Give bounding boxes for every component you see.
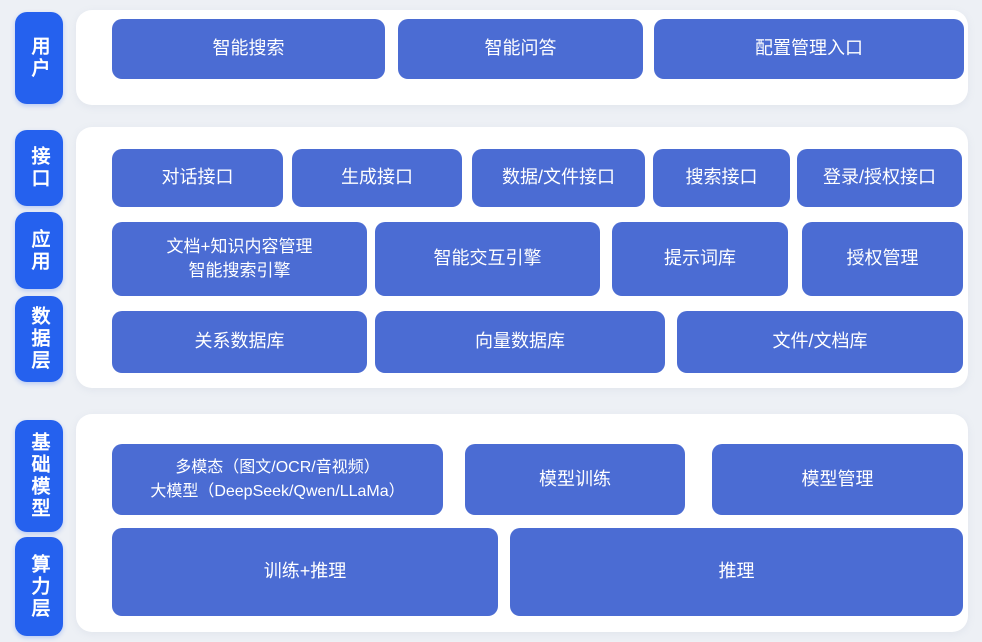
box-dialog-interface: 对话接口: [112, 149, 283, 207]
box-relational-database: 关系数据库: [112, 311, 367, 373]
rail-label-base-model: 基础模型: [15, 420, 63, 532]
panel-interface-app-data: 对话接口 生成接口 数据/文件接口 搜索接口 登录/授权接口 文档+知识内容管理…: [76, 127, 968, 388]
box-vector-database: 向量数据库: [375, 311, 665, 373]
box-model-management: 模型管理: [712, 444, 963, 515]
rail-label-users: 用户: [15, 12, 63, 104]
box-multimodal-line1: 多模态（图文/OCR/音视频）: [175, 459, 380, 477]
box-search-interface: 搜索接口: [653, 149, 790, 207]
rail-label-data-layer: 数据层: [15, 296, 63, 382]
box-model-training: 模型训练: [465, 444, 685, 515]
box-auth-management: 授权管理: [802, 222, 963, 296]
box-inference: 推理: [510, 528, 963, 616]
box-prompt-library: 提示词库: [612, 222, 788, 296]
box-generation-interface: 生成接口: [292, 149, 462, 207]
box-smart-search: 智能搜索: [112, 19, 385, 79]
box-smart-qa: 智能问答: [398, 19, 643, 79]
rail-label-compute-layer: 算力层: [15, 537, 63, 636]
panel-user-layer: 智能搜索 智能问答 配置管理入口: [76, 10, 968, 105]
box-doc-knowledge-line2: 智能搜索引擎: [188, 261, 291, 280]
rail-label-application: 应用: [15, 212, 63, 289]
box-login-auth-interface: 登录/授权接口: [797, 149, 962, 207]
box-config-management-entry: 配置管理入口: [654, 19, 964, 79]
rail-label-interface: 接口: [15, 130, 63, 206]
box-doc-knowledge-management: 文档+知识内容管理 智能搜索引擎: [112, 222, 367, 296]
box-multimodal-line2: 大模型（DeepSeek/Qwen/LLaMa）: [150, 482, 405, 500]
box-training-inference: 训练+推理: [112, 528, 498, 616]
box-doc-knowledge-line1: 文档+知识内容管理: [166, 237, 313, 257]
box-data-file-interface: 数据/文件接口: [472, 149, 645, 207]
panel-model-compute: 多模态（图文/OCR/音视频） 大模型（DeepSeek/Qwen/LLaMa）…: [76, 414, 968, 632]
box-interaction-engine: 智能交互引擎: [375, 222, 600, 296]
box-file-document-library: 文件/文档库: [677, 311, 963, 373]
box-multimodal-large-model: 多模态（图文/OCR/音视频） 大模型（DeepSeek/Qwen/LLaMa）: [112, 444, 443, 515]
